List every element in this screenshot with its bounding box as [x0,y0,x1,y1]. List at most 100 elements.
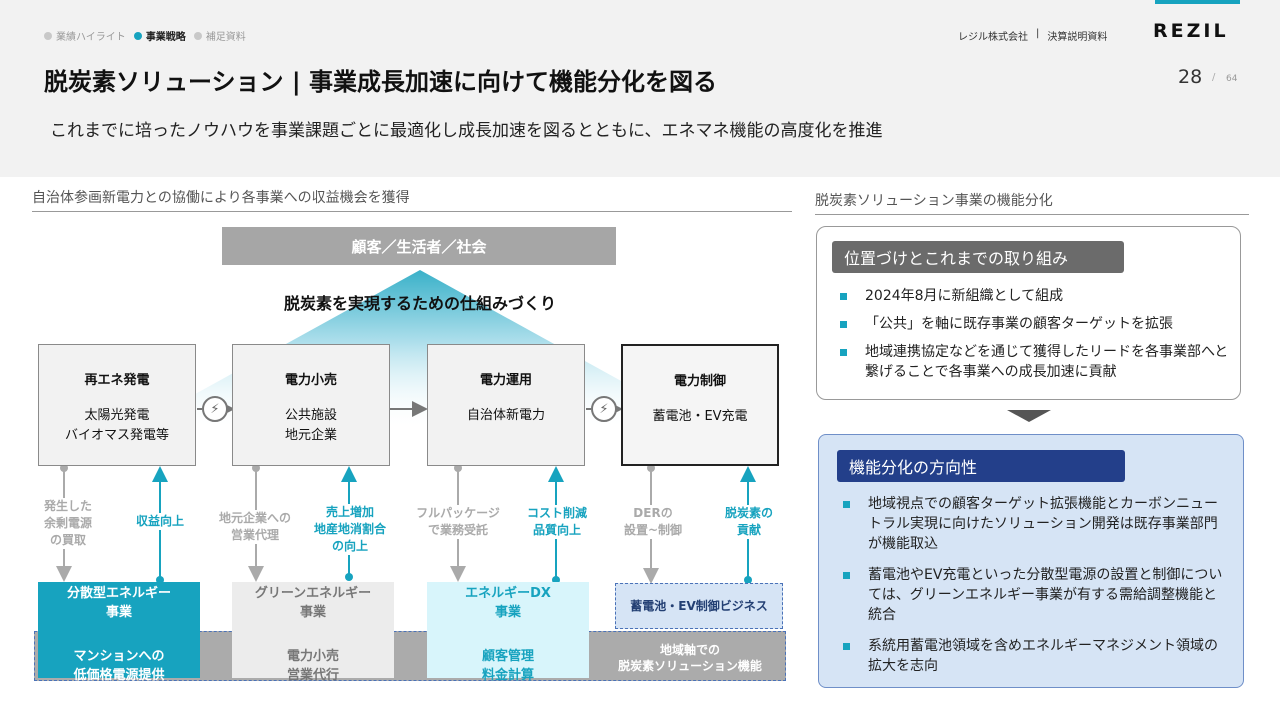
business-desc: 低価格電源提供 [73,668,165,683]
left-section-heading: 自治体参画新電力との協働により各事業への収益機会を獲得 [32,187,792,212]
customer-box: 顧客／生活者／社会 [222,227,616,265]
list-item: 「公共」を軸に既存事業の顧客ターゲットを拡張 [840,314,1230,334]
down-triangle-icon [1007,410,1051,422]
positioning-title: 位置づけとこれまでの取り組み [832,241,1124,273]
nav-dot-icon [133,31,142,40]
rezil-logo: REZIL [1153,20,1229,42]
list-item-text: 地域視点での顧客ターゲット拡張機能とカーボンニュートラル実現に向けたソリューショ… [868,496,1218,552]
label-line: 売上増加 [325,505,374,519]
regional-line: 地域軸での [659,643,720,657]
right-section-heading: 脱炭素ソリューション事業の機能分化 [815,190,1249,215]
business-name: エネルギーDX [465,586,551,601]
nav-item-appendix[interactable]: 補足資料 [193,28,246,43]
square-bullet-icon [840,349,847,356]
label-line: で業務受託 [427,523,488,537]
label-line: 地元企業への [218,511,291,525]
flow-box-title: 電力小売 [284,373,337,388]
label-local-sales-agency: 地元企業への 営業代理 [206,510,304,544]
label-line: 脱炭素の [724,506,773,520]
label-line: 品質向上 [532,523,581,537]
label-surplus-purchase: 発生した 余剰電源 の買取 [30,498,106,549]
flow-box-line: 地元企業 [284,428,337,443]
flow-box-line: バイオマス発電等 [64,428,169,443]
lightning-bolt-icon: ⚡ [591,396,617,422]
square-bullet-icon [840,293,847,300]
flow-box-line: 太陽光発電 [84,408,150,423]
label-line: 余剰電源 [43,516,92,530]
nav-item-highlights[interactable]: 業績ハイライト [44,28,126,43]
regional-decarbonization-function: 地域軸での 脱炭素ソリューション機能 [600,638,780,678]
positioning-list: 2024年8月に新組織として組成 「公共」を軸に既存事業の顧客ターゲットを拡張 … [840,286,1230,390]
label-line: コスト削減 [526,506,587,520]
square-bullet-icon [843,643,850,650]
business-distributed-energy: 分散型エネルギー 事業 マンションへの 低価格電源提供 [38,582,200,683]
business-name: グリーンエネルギー [254,586,372,601]
business-energy-dx: エネルギーDX 事業 顧客管理 料金計算 [427,582,589,683]
square-bullet-icon [840,321,847,328]
label-der-install: DERの 設置~制御 [618,505,688,539]
list-item: 地域連携協定などを通じて獲得したリードを各事業部へと繋げることで各事業への成長加… [840,342,1230,382]
flow-box-power-control: 電力制御 蓄電池・EV充電 [621,344,779,466]
business-name: 分散型エネルギー [66,586,171,601]
flow-box-title: 電力制御 [673,374,726,389]
battery-ev-business: 蓄電池・EV制御ビジネス [615,583,783,629]
direction-list: 地域視点での顧客ターゲット拡張機能とカーボンニュートラル実現に向けたソリューショ… [843,494,1223,687]
flow-box-line: 自治体新電力 [466,408,545,423]
regional-line: 脱炭素ソリューション機能 [618,659,762,673]
list-item: 2024年8月に新組織として組成 [840,286,1230,306]
page-number: 28 [1178,66,1203,88]
flow-box-title: 電力運用 [479,373,532,388]
label-line: 発生した [43,499,92,513]
direction-title: 機能分化の方向性 [837,450,1125,482]
label-sales-increase: 売上増加 地産地消割合 の向上 [307,504,393,555]
nav-label: 補足資料 [205,32,246,43]
lightning-bolt-icon: ⚡ [202,396,228,422]
label-cost-reduction: コスト削減 品質向上 [522,505,592,539]
square-bullet-icon [843,572,850,579]
flow-box-title: 再エネ発電 [84,373,150,388]
label-line: DERの [633,506,673,520]
nav-dot-icon [193,31,202,40]
flow-box-line: 公共施設 [284,408,337,423]
label-decarbonization-contribution: 脱炭素の 貢献 [716,505,782,539]
label-line: 営業代理 [230,528,279,542]
label-full-package: フルパッケージ で業務受託 [409,505,507,539]
header-band [0,0,1280,177]
flow-box-power-operation: 電力運用 自治体新電力 [427,344,585,466]
list-item: 系統用蓄電池領域を含めエネルギーマネジメント領域の拡大を志向 [843,636,1223,676]
accent-bar [1155,0,1240,4]
business-desc: 営業代行 [286,668,339,683]
company-separator: | [1036,28,1040,39]
list-item-text: 2024年8月に新組織として組成 [865,288,1064,304]
list-item-text: 系統用蓄電池領域を含めエネルギーマネジメント領域の拡大を志向 [868,638,1218,674]
square-bullet-icon [843,501,850,508]
page-total: 64 [1226,74,1238,84]
business-desc: 料金計算 [481,668,534,683]
flow-box-renewable-generation: 再エネ発電 太陽光発電 バイオマス発電等 [38,344,196,466]
business-name: 事業 [105,605,132,620]
label-line: フルパッケージ [416,506,500,520]
label-line: の買取 [49,533,86,547]
document-type: 決算説明資料 [1047,32,1108,43]
business-green-energy: グリーンエネルギー 事業 電力小売 営業代行 [232,582,394,683]
page-separator: / [1212,72,1216,83]
mechanism-text: 脱炭素を実現するための仕組みづくり [283,294,556,313]
label-line: 貢献 [736,523,761,537]
label-line: 地産地消割合 [313,522,386,536]
nav-label: 業績ハイライト [56,32,126,43]
page-title: 脱炭素ソリューション | 事業成長加速に向けて機能分化を図る [44,68,717,96]
section-nav: 業績ハイライト 事業戦略 補足資料 [44,28,246,43]
list-item-text: 地域連携協定などを通じて獲得したリードを各事業部へと繋げることで各事業への成長加… [865,344,1229,380]
label-revenue-up: 収益向上 [120,513,200,530]
nav-item-strategy[interactable]: 事業戦略 [133,28,186,43]
list-item-text: 「公共」を軸に既存事業の顧客ターゲットを拡張 [865,316,1173,332]
list-item: 地域視点での顧客ターゲット拡張機能とカーボンニュートラル実現に向けたソリューショ… [843,494,1223,554]
business-desc: 顧客管理 [481,649,534,664]
list-item-text: 蓄電池やEV充電といった分散型電源の設置と制御については、グリーンエネルギー事業… [868,567,1223,623]
nav-label: 事業戦略 [145,32,186,43]
flow-box-electricity-retail: 電力小売 公共施設 地元企業 [232,344,390,466]
company-name: レジル株式会社 [958,32,1028,43]
company-info: レジル株式会社 | 決算説明資料 [958,28,1107,43]
business-desc: マンションへの [73,649,165,664]
